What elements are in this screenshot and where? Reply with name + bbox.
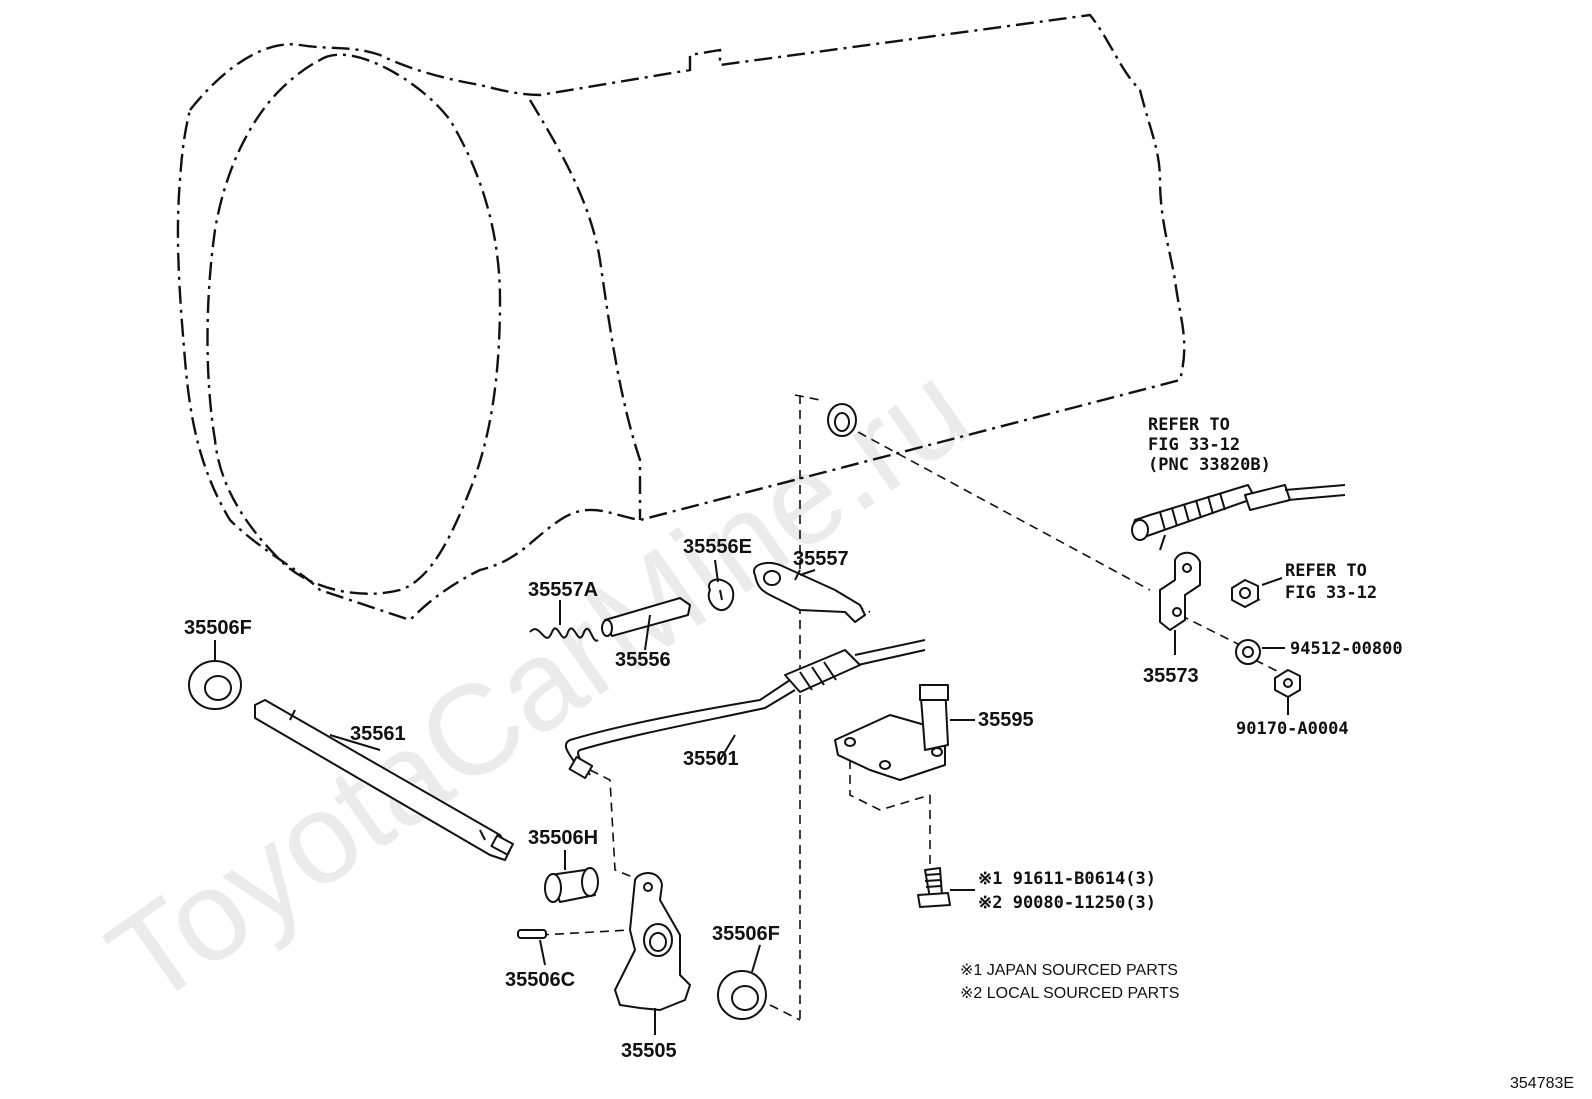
nut-90170	[1274, 669, 1301, 715]
bolt-91611	[917, 867, 975, 908]
cable-35501	[564, 639, 926, 780]
refer-cable-line1: REFER TO	[1148, 415, 1230, 435]
bracket-35595	[834, 684, 975, 781]
label-35573: 35573	[1143, 665, 1199, 687]
label-35557: 35557	[793, 548, 849, 570]
refer-nut-line2: FIG 33-12	[1285, 583, 1377, 603]
oil-seal-35506F-bottom	[717, 944, 767, 1020]
label-bolt-91611: ※1 91611-B0614(3)	[978, 869, 1156, 889]
e-clip-35556E	[707, 578, 735, 612]
detent-lever-35505	[614, 872, 691, 1035]
refer-cable-line2: FIG 33-12	[1148, 435, 1240, 455]
note-local-sourced: ※2 LOCAL SOURCED PARTS	[960, 985, 1179, 1002]
cable-33820B	[1131, 484, 1346, 551]
pin-35506C	[517, 929, 547, 966]
label-94512-00800: 94512-00800	[1290, 639, 1403, 659]
washer-94512	[1235, 639, 1285, 665]
label-35505: 35505	[621, 1040, 677, 1062]
label-35595: 35595	[978, 709, 1034, 731]
shaft-35561	[254, 699, 514, 861]
note-japan-sourced: ※1 JAPAN SOURCED PARTS	[960, 962, 1178, 979]
label-35557A: 35557A	[528, 579, 598, 601]
lever-35557	[753, 562, 866, 623]
figure-code: 354783E	[1510, 1075, 1574, 1092]
pin-35556	[601, 597, 691, 651]
bracket-35573	[1159, 551, 1201, 655]
label-35561: 35561	[350, 723, 406, 745]
label-35506H: 35506H	[528, 827, 598, 849]
label-35556: 35556	[615, 649, 671, 671]
bushing-35506H	[544, 867, 599, 903]
transmission-housing-outline	[176, 13, 1186, 622]
oil-seal-35506F-top	[188, 660, 242, 710]
nut-refer	[1231, 577, 1283, 608]
leader-lines	[214, 559, 801, 870]
refer-cable-line3: (PNC 33820B)	[1148, 455, 1271, 475]
label-35501: 35501	[683, 748, 739, 770]
spring-35557A	[529, 627, 599, 642]
label-bolt-90080: ※2 90080-11250(3)	[978, 893, 1156, 913]
label-35506C: 35506C	[505, 969, 575, 991]
refer-nut-line1: REFER TO	[1285, 561, 1367, 581]
label-35506F-top: 35506F	[184, 617, 252, 639]
label-35506F-bottom: 35506F	[712, 923, 780, 945]
ring-seal-top-inner	[834, 412, 850, 432]
label-35556E: 35556E	[683, 536, 752, 558]
label-90170-A0004: 90170-A0004	[1236, 719, 1349, 739]
